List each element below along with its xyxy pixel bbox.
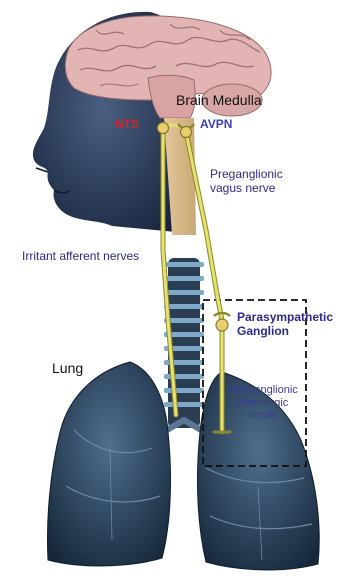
parasympathetic-label-line1: Parasympathetic — [237, 311, 333, 325]
irritant-afferent-label: Irritant afferent nerves — [22, 250, 139, 264]
preganglionic-label-line2: vagus nerve — [210, 182, 283, 196]
left-lung — [48, 362, 171, 566]
postganglionic-label-line1: Postganglionic — [226, 384, 298, 397]
parasympathetic-label-line2: Ganglion — [237, 325, 333, 339]
avpn-label: AVPN — [200, 118, 232, 132]
nts-nucleus — [158, 123, 169, 134]
postganglionic-label-line2: cholinergic — [226, 397, 298, 410]
nts-label: NTS — [115, 118, 139, 132]
postganglionic-label: Postganglionic cholinergic nerve — [226, 384, 298, 422]
ganglion-nucleus — [216, 319, 228, 331]
lung-label: Lung — [52, 360, 83, 376]
preganglionic-label: Preganglionic vagus nerve — [210, 168, 283, 196]
preganglionic-label-line1: Preganglionic — [210, 168, 283, 182]
parasympathetic-ganglion-label: Parasympathetic Ganglion — [237, 311, 333, 339]
brain-medulla-label: Brain Medulla — [176, 92, 262, 108]
avpn-nucleus — [181, 127, 192, 138]
postganglionic-label-line3: nerve — [226, 409, 298, 422]
